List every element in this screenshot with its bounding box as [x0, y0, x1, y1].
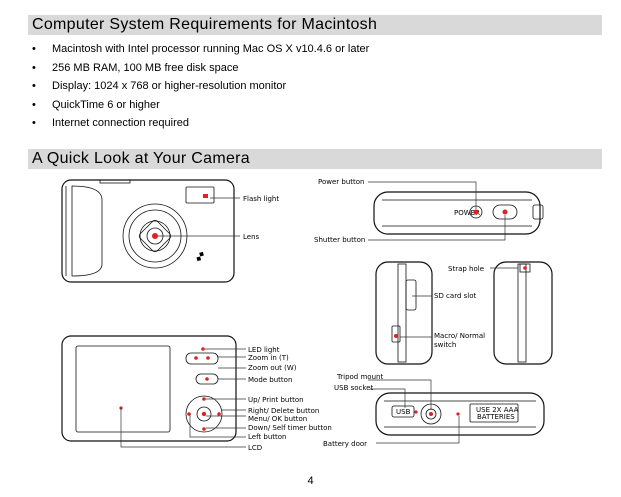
list-item: •Internet connection required	[30, 114, 369, 133]
section-header-quick-look: A Quick Look at Your Camera	[28, 149, 602, 169]
label-flash-light: Flash light	[243, 195, 279, 203]
label-down-self-timer: Down/ Self timer button	[248, 424, 332, 432]
camera-front-view: ◆◆	[61, 179, 240, 283]
section-title: A Quick Look at Your Camera	[32, 150, 250, 167]
label-sd-card-slot: SD card slot	[434, 292, 476, 300]
label-zoom-in: Zoom in (T)	[248, 354, 289, 362]
page-number: 4	[307, 475, 314, 487]
camera-bottom-view: USB USE 2X AAA BATTERIES	[368, 379, 545, 444]
camera-side-views	[375, 261, 553, 365]
label-zoom-out: Zoom out (W)	[248, 364, 297, 372]
label-macro-normal-switch: switch	[434, 341, 456, 349]
battery-engraving-1: USE 2X AAA	[476, 406, 519, 414]
list-item: •QuickTime 6 or higher	[30, 96, 369, 115]
label-shutter-button: Shutter button	[314, 236, 365, 244]
label-battery-door: Battery door	[323, 440, 367, 448]
label-tripod-mount: Tripod mount	[336, 373, 383, 381]
label-strap-hole: Strap hole	[448, 265, 484, 273]
bullet: •	[32, 117, 36, 129]
list-item: •256 MB RAM, 100 MB free disk space	[30, 59, 369, 78]
label-left-button: Left button	[248, 433, 286, 441]
list-item: •Macintosh with Intel processor running …	[30, 40, 369, 59]
battery-engraving-2: BATTERIES	[477, 413, 515, 421]
label-led-light: LED light	[248, 346, 280, 354]
usb-engraving: USB	[396, 408, 411, 416]
label-usb-socket: USB socket	[334, 384, 373, 392]
bullet: •	[32, 61, 36, 74]
label-lcd: LCD	[248, 444, 262, 452]
camera-back-view	[61, 335, 246, 448]
section-header-system-requirements: Computer System Requirements for Macinto…	[28, 15, 602, 35]
bullet: •	[32, 98, 36, 111]
camera-top-view: POWER	[368, 181, 544, 241]
label-mode-button: Mode button	[248, 376, 292, 384]
label-right-delete: Right/ Delete button	[248, 407, 319, 415]
label-menu-ok: Menu/ OK button	[248, 415, 307, 423]
power-engraving: POWER	[454, 209, 480, 217]
section-title: Computer System Requirements for Macinto…	[32, 16, 378, 33]
bullet: •	[32, 43, 36, 55]
label-lens: Lens	[243, 233, 260, 241]
list-item: •Display: 1024 x 768 or higher-resolutio…	[30, 77, 369, 96]
label-up-print: Up/ Print button	[248, 396, 304, 404]
bullet: •	[32, 80, 36, 92]
requirements-list: •Macintosh with Intel processor running …	[30, 40, 369, 133]
label-macro-normal: Macro/ Normal	[434, 332, 485, 340]
label-power-button: Power button	[318, 178, 364, 186]
